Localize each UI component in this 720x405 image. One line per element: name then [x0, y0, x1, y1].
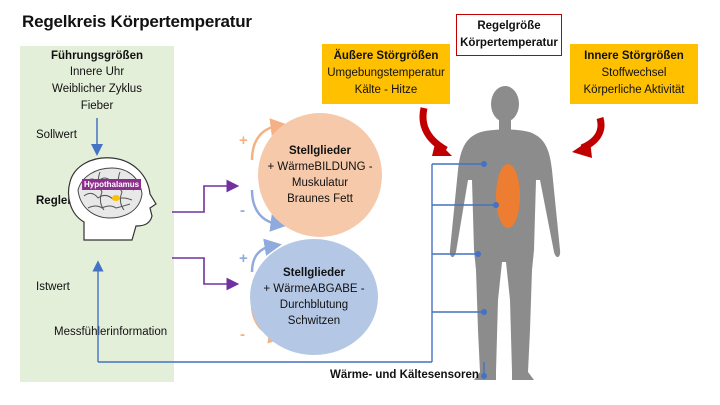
- innere-heading: Innere Störgrößen: [584, 50, 684, 62]
- plus-sign-top: +: [239, 132, 248, 149]
- fuehrungsgroessen-heading: Führungsgrößen: [51, 50, 143, 62]
- regler-to-waermeabgabe-arrow: [172, 257, 240, 291]
- aeussere-stoerung-arrow: [419, 107, 448, 154]
- hypothalamus-tag: Hypothalamus: [82, 179, 142, 190]
- stellglieder-line: + WärmeBILDUNG -: [267, 161, 373, 173]
- sensoren-label: Wärme- und Kältesensoren: [330, 369, 479, 381]
- regelgroesse-line2: Körpertemperatur: [460, 37, 558, 49]
- diagram-title: Regelkreis Körpertemperatur: [22, 12, 252, 31]
- regelgroesse-line1: Regelgröße: [477, 20, 541, 32]
- brain-head-icon: [67, 157, 157, 241]
- human-body-silhouette: [449, 86, 561, 380]
- aeussere-line: Kälte - Hitze: [354, 84, 418, 96]
- stellglieder-line: Braunes Fett: [287, 193, 353, 205]
- stellglieder-waermeabgabe: Stellglieder + WärmeABGABE - Durchblutun…: [250, 239, 378, 355]
- stellglieder-line: Durchblutung: [279, 299, 349, 311]
- aeussere-heading: Äußere Störgrößen: [333, 50, 439, 62]
- regler-label: Regler: [36, 195, 72, 207]
- hypothalamus-marker: [112, 195, 120, 201]
- stellglieder-line: Schwitzen: [287, 315, 341, 327]
- stellglieder-heading: Stellglieder: [283, 267, 345, 279]
- core-organ-marker: [496, 164, 520, 228]
- sensor-dots: [475, 161, 499, 379]
- stellglieder-line: + WärmeABGABE -: [263, 283, 365, 295]
- aeussere-line: Umgebungstemperatur: [327, 67, 445, 79]
- istwert-label: Istwert: [36, 281, 70, 293]
- fuehrungsgroesse-item: Fieber: [80, 100, 114, 112]
- messfuehler-label: Messfühlerinformation: [54, 326, 168, 338]
- sollwert-label: Sollwert: [36, 129, 77, 141]
- fuehrungsgroesse-item: Innere Uhr: [69, 66, 125, 78]
- plus-sign-bottom: +: [239, 250, 248, 267]
- stellglieder-line: Muskulatur: [291, 177, 349, 189]
- decrease-arrow-top: [250, 189, 288, 232]
- stellglieder-waermebildung: Stellglieder + WärmeBILDUNG - Muskulatur…: [258, 113, 382, 237]
- aeussere-stoergroessen-box: Äußere Störgrößen Umgebungstemperatur Kä…: [322, 44, 450, 104]
- increase-arrow-bottom: [250, 238, 282, 273]
- regler-to-waermebildung-arrow: [172, 179, 240, 213]
- innere-stoergroessen-box: Innere Störgrößen Stoffwechsel Körperlic…: [570, 44, 698, 104]
- sensor-lines: [92, 163, 496, 376]
- minus-sign-bottom: -: [240, 326, 245, 343]
- increase-arrow-top: [250, 118, 288, 161]
- stellglieder-heading: Stellglieder: [289, 145, 351, 157]
- innere-line: Stoffwechsel: [601, 67, 667, 79]
- innere-line: Körperliche Aktivität: [583, 84, 685, 96]
- fuehrungsgroesse-item: Weiblicher Zyklus: [52, 83, 142, 95]
- minus-sign-top: -: [240, 202, 245, 219]
- regelgroesse-box: Regelgröße Körpertemperatur: [456, 14, 562, 56]
